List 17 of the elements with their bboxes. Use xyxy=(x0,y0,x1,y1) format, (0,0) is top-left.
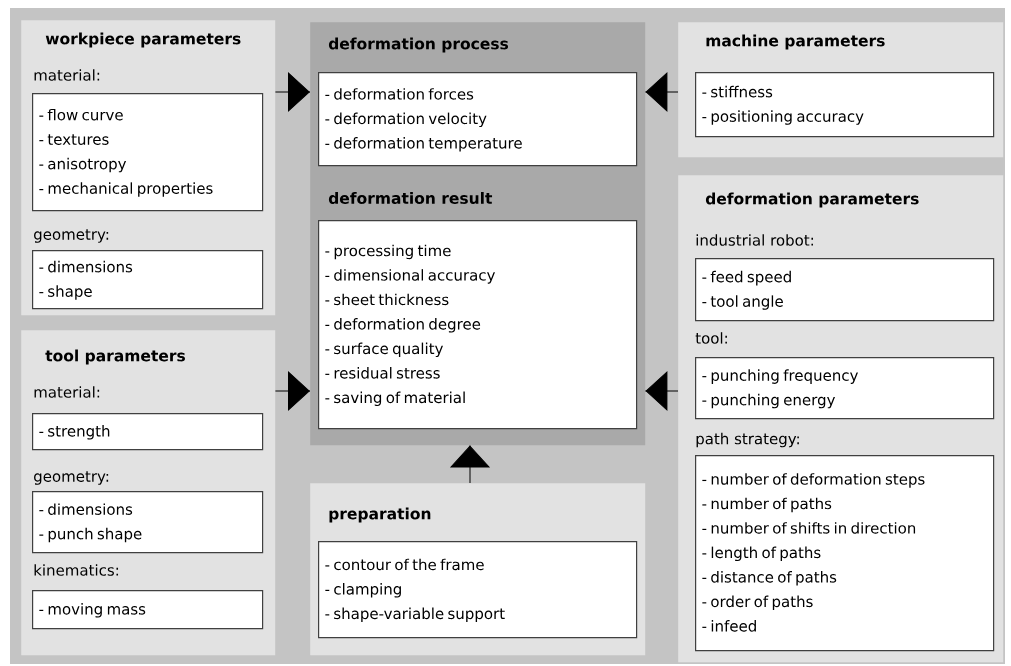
arrow xyxy=(644,371,679,411)
list-box: - strength xyxy=(32,413,264,451)
list-box: - processing time - dimensional accuracy - sheet thickness - deformation degree - surface quality - residual stress - saving of material xyxy=(318,220,638,430)
list-box: - moving mass xyxy=(32,590,264,630)
list-box: - flow curve - textures - anisotropy - mechanical properties xyxy=(32,93,264,212)
list-box: - punching frequency - punching energy xyxy=(695,357,995,420)
list-box: - dimensions - shape xyxy=(32,250,264,310)
list-box: - dimensions - punch shape xyxy=(32,491,264,554)
list-box: - contour of the frame - clamping - shape-variable support xyxy=(318,541,638,639)
arrow xyxy=(274,371,311,411)
arrow xyxy=(644,72,679,112)
list-box: - stiffness - positioning accuracy xyxy=(695,72,995,138)
arrow xyxy=(450,444,490,484)
arrow xyxy=(274,72,311,112)
list-box: - number of deformation steps - number of paths - number of shifts in direction - length of paths - distance of paths - order of paths - infeed xyxy=(695,455,995,652)
list-box: - feed speed - tool angle xyxy=(695,258,995,322)
list-box: - deformation forces - deformation velocity - deformation temperature xyxy=(318,72,638,167)
